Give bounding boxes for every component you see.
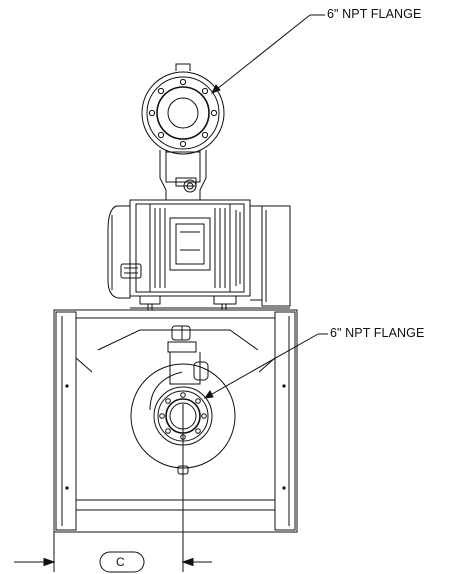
upper-flange-leader xyxy=(212,15,325,93)
motor-fins xyxy=(155,208,240,288)
upper-flange-callout: 6" NPT FLANGE xyxy=(327,7,422,21)
upper-flange-bolt-holes xyxy=(149,79,216,146)
lower-flange-bolt-holes xyxy=(160,393,207,440)
frame xyxy=(54,310,297,532)
upper-flange xyxy=(142,64,224,154)
frame-bolts xyxy=(65,384,286,490)
lower-flange-leader xyxy=(205,334,328,398)
dimension-c xyxy=(14,532,212,572)
motor xyxy=(108,200,290,310)
dimension-c-label: C xyxy=(116,555,125,569)
lower-flange-callout: 6" NPT FLANGE xyxy=(330,326,425,340)
riser-bracket xyxy=(160,150,206,200)
